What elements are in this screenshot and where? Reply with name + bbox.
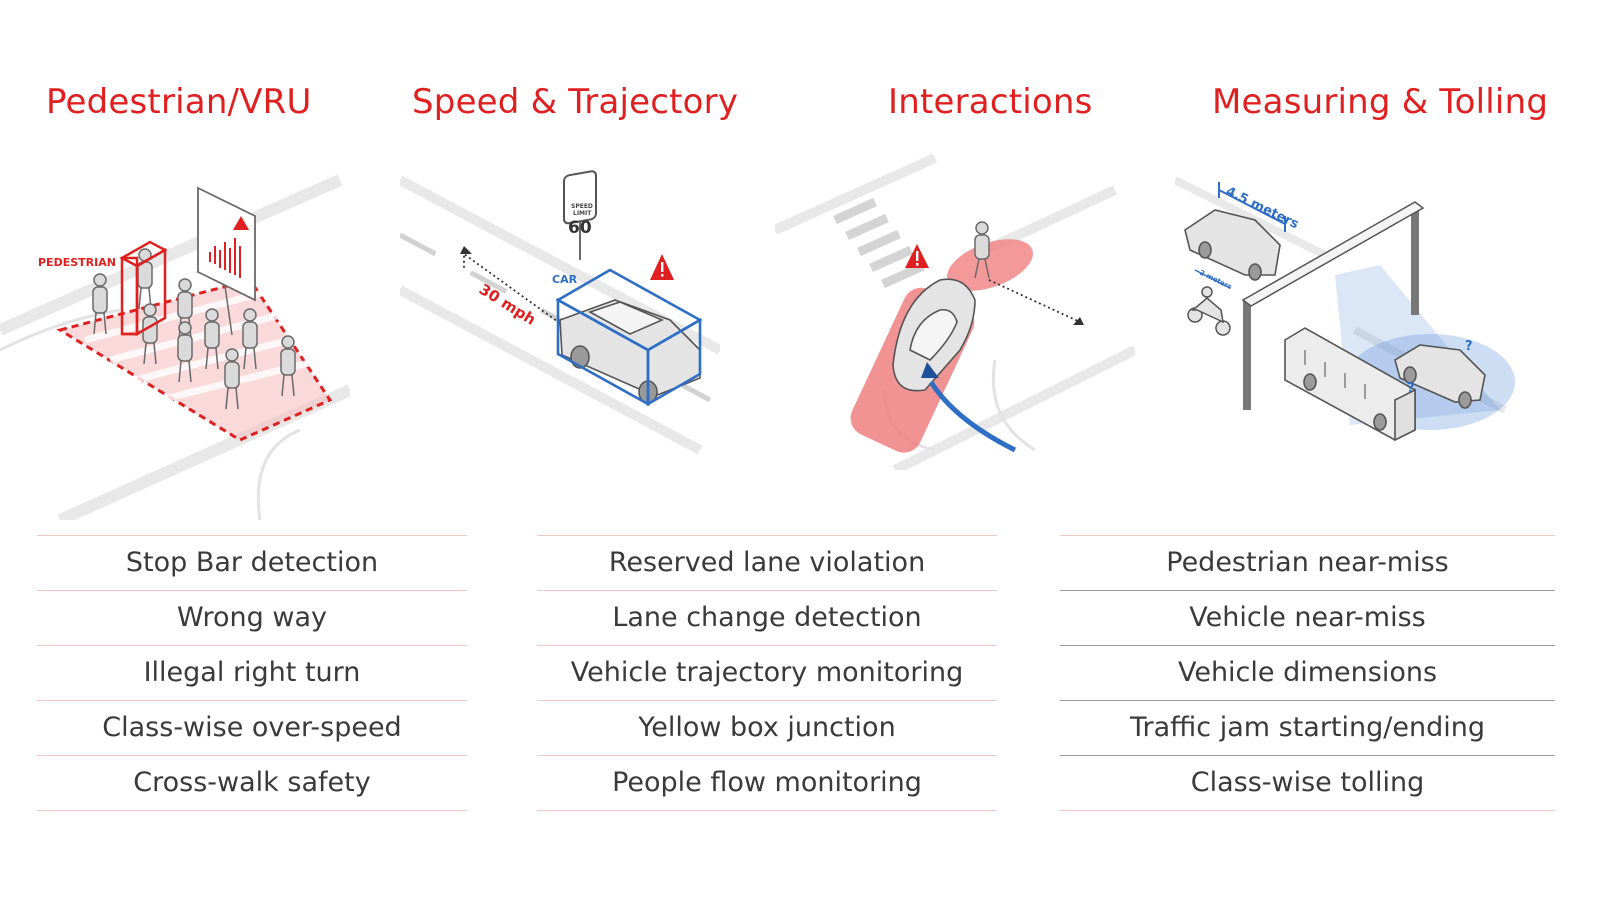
list-item: Reserved lane violation <box>537 535 997 591</box>
list-item: Wrong way <box>37 591 467 646</box>
pedestrian-risk-zone <box>947 239 1033 291</box>
car-bounding-box <box>555 268 703 407</box>
list-item: Vehicle near-miss <box>1060 591 1555 646</box>
toll-gantry <box>1241 201 1425 410</box>
list-item: Cross-walk safety <box>37 756 467 811</box>
sign-speed-value: 60 <box>568 218 592 238</box>
sign-limit-word: LIMIT <box>573 210 592 217</box>
car-label: CAR <box>552 273 578 286</box>
car-icon <box>892 278 976 392</box>
alert-panel <box>197 186 256 336</box>
list-item: Vehicle trajectory monitoring <box>537 646 997 701</box>
list-item: Pedestrian near-miss <box>1060 535 1555 591</box>
pedestrian-detection-box <box>119 240 168 337</box>
sign-speed-word: SPEED <box>571 203 593 210</box>
title-measuring-tolling: Measuring & Tolling <box>1212 82 1549 122</box>
pedestrian-figure <box>974 221 990 279</box>
use-case-list-3: Pedestrian near-miss Vehicle near-miss V… <box>1060 535 1555 811</box>
list-item: Traffic jam starting/ending <box>1060 701 1555 756</box>
title-interactions: Interactions <box>888 82 1093 122</box>
car-icon <box>1394 344 1486 409</box>
title-speed-trajectory: Speed & Trajectory <box>412 82 739 122</box>
list-item: Lane change detection <box>537 591 997 646</box>
list-item: Vehicle dimensions <box>1060 646 1555 701</box>
tolling-illustration: 4.5 meters 2 meters ? ? <box>1175 176 1515 442</box>
unknown-mark: ? <box>1407 381 1415 396</box>
title-pedestrian-vru: Pedestrian/VRU <box>46 82 312 122</box>
speed-limit-sign: SPEED LIMIT 60 <box>563 170 597 260</box>
pedestrian-figures <box>92 248 296 410</box>
interactions-illustration <box>775 153 1135 470</box>
warning-icon <box>905 244 929 268</box>
list-item: People flow monitoring <box>537 756 997 811</box>
dimension-short <box>1194 269 1231 289</box>
vehicle-path-arrow <box>928 380 1017 453</box>
use-case-list-1: Stop Bar detection Wrong way Illegal rig… <box>37 535 467 811</box>
list-item: Illegal right turn <box>37 646 467 701</box>
speed-illustration: SPEED LIMIT 60 30 mph CAR <box>400 170 720 455</box>
dimension-long <box>1218 182 1286 232</box>
motorcycle-icon <box>1187 286 1231 336</box>
bus-icon <box>1284 327 1416 442</box>
list-item: Yellow box junction <box>537 701 997 756</box>
list-item: Stop Bar detection <box>37 535 467 591</box>
pedestrian-label: PEDESTRIAN <box>38 256 116 269</box>
warning-icon <box>233 216 249 230</box>
pedestrian-trajectory-arrow <box>988 279 1081 323</box>
warning-icon <box>650 254 674 280</box>
unknown-mark: ? <box>1465 339 1473 354</box>
use-case-list-2: Reserved lane violation Lane change dete… <box>537 535 997 811</box>
car-icon <box>1184 209 1281 281</box>
speed-label: 30 mph <box>476 280 539 329</box>
list-item: Class-wise over-speed <box>37 701 467 756</box>
pedestrian-illustration: PEDESTRIAN <box>0 174 350 520</box>
list-item: Class-wise tolling <box>1060 756 1555 811</box>
